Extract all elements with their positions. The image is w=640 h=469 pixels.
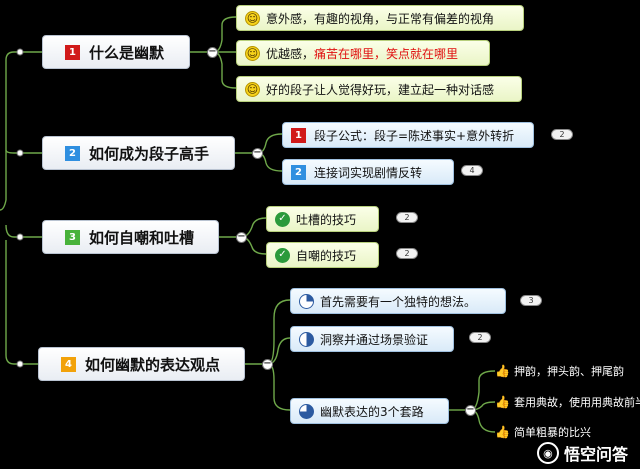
check-icon: ✓ <box>275 211 290 227</box>
leaf-label: 简单粗暴的比兴 <box>514 426 591 439</box>
subtopic-label-part1: 优越感， <box>266 46 315 61</box>
subtopic-superiority[interactable]: ☺ 优越感，痛苦在哪里，笑点就在哪里 <box>236 40 490 66</box>
leaf-simple-analogy[interactable]: 👍 简单粗暴的比兴 <box>495 423 591 441</box>
pie-three-quarter-icon <box>299 403 314 419</box>
topic-what-is-humor[interactable]: 1 什么是幽默 <box>42 35 190 69</box>
collapse-toggle[interactable]: − <box>262 358 273 370</box>
child-count-badge[interactable]: 3 <box>520 295 542 306</box>
child-count-badge[interactable]: 2 <box>469 332 491 343</box>
number-badge-1: 1 <box>291 127 306 143</box>
check-icon: ✓ <box>275 247 290 263</box>
topic-humorous-expression[interactable]: 4 如何幽默的表达观点 <box>38 347 245 381</box>
pie-quarter-icon <box>299 293 314 309</box>
subtopic-label: 意外感，有趣的视角，与正常有偏差的视角 <box>266 11 495 26</box>
collapse-toggle[interactable]: − <box>465 404 476 416</box>
collapse-toggle[interactable]: − <box>252 147 263 159</box>
thumbs-up-icon: 👍 <box>495 425 510 439</box>
subtopic-label: 好的段子让人觉得好玩，建立起一种对话感 <box>266 82 495 97</box>
subtopic-label-highlight: 痛苦在哪里，笑点就在哪里 <box>314 46 459 61</box>
smiley-icon: ☺ <box>245 81 260 97</box>
subtopic-surprise[interactable]: ☺ 意外感，有趣的视角，与正常有偏差的视角 <box>236 5 524 31</box>
leaf-label: 押韵，押头韵、押尾韵 <box>514 365 624 378</box>
thumbs-up-icon: 👍 <box>495 364 510 378</box>
subtopic-label: 幽默表达的3个套路 <box>320 404 424 419</box>
collapse-toggle[interactable]: − <box>207 46 218 58</box>
subtopic-label: 吐槽的技巧 <box>296 212 357 227</box>
number-badge-3: 3 <box>65 229 80 245</box>
subtopic-connectives[interactable]: 2 连接词实现剧情反转 <box>282 159 454 185</box>
thumbs-up-icon: 👍 <box>495 395 510 409</box>
topic-become-joke-master[interactable]: 2 如何成为段子高手 <box>42 136 235 170</box>
subtopic-roast-skills[interactable]: ✓ 吐槽的技巧 <box>266 206 379 232</box>
watermark: ◉ 悟空问答 <box>536 441 628 465</box>
wukong-logo-icon: ◉ <box>536 442 559 464</box>
subtopic-three-routines[interactable]: 幽默表达的3个套路 <box>290 398 449 424</box>
child-count-badge[interactable]: 2 <box>396 248 418 259</box>
number-badge-2: 2 <box>65 145 80 161</box>
subtopic-label: 段子公式：段子=陈述事实+意外转折 <box>314 128 515 143</box>
smiley-icon: ☺ <box>245 45 260 61</box>
child-count-badge[interactable]: 2 <box>396 212 418 223</box>
subtopic-unique-idea[interactable]: 首先需要有一个独特的想法。 <box>290 288 506 314</box>
child-count-badge[interactable]: 4 <box>461 165 483 176</box>
subtopic-label: 自嘲的技巧 <box>296 248 357 263</box>
child-count-badge[interactable]: 2 <box>551 129 573 140</box>
leaf-label: 套用典故，使用用典故前半 <box>514 396 640 409</box>
number-badge-1: 1 <box>65 44 80 60</box>
subtopic-dialogue[interactable]: ☺ 好的段子让人觉得好玩，建立起一种对话感 <box>236 76 522 102</box>
subtopic-label: 连接词实现剧情反转 <box>314 165 423 180</box>
subtopic-observe-verify[interactable]: 洞察并通过场景验证 <box>290 326 454 352</box>
topic-self-deprecation[interactable]: 3 如何自嘲和吐槽 <box>42 220 219 254</box>
subtopic-label: 洞察并通过场景验证 <box>320 332 429 347</box>
topic-label: 如何成为段子高手 <box>89 144 210 163</box>
topic-label: 如何自嘲和吐槽 <box>89 228 195 247</box>
subtopic-self-mock-skills[interactable]: ✓ 自嘲的技巧 <box>266 242 379 268</box>
number-badge-2: 2 <box>291 164 306 180</box>
subtopic-label: 首先需要有一个独特的想法。 <box>320 294 477 309</box>
watermark-text: 悟空问答 <box>563 445 628 464</box>
collapse-toggle[interactable]: − <box>236 231 247 243</box>
leaf-rhyme[interactable]: 👍 押韵，押头韵、押尾韵 <box>495 362 624 380</box>
subtopic-joke-formula[interactable]: 1 段子公式：段子=陈述事实+意外转折 <box>282 122 534 148</box>
topic-label: 什么是幽默 <box>89 43 165 62</box>
topic-label: 如何幽默的表达观点 <box>85 355 221 374</box>
number-badge-4: 4 <box>61 356 76 372</box>
pie-half-icon <box>299 331 314 347</box>
smiley-icon: ☺ <box>245 10 260 26</box>
leaf-allusion[interactable]: 👍 套用典故，使用用典故前半 <box>495 393 640 411</box>
